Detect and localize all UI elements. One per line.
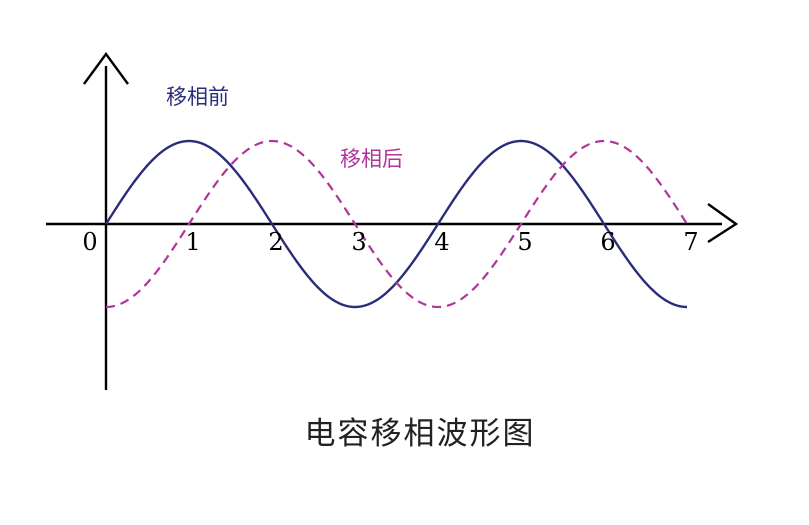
series-label-before-shift: 移相前 [166, 85, 229, 109]
x-tick-label-6: 6 [600, 228, 615, 256]
x-tick-label-7: 7 [683, 228, 698, 256]
series-label-after-shift: 移相后 [340, 147, 403, 171]
axes [46, 51, 739, 390]
diagram-caption: 电容移相波形图 [305, 416, 536, 452]
x-tick-label-3: 3 [351, 228, 366, 256]
x-axis-arrow [707, 203, 739, 244]
x-tick-label-0: 0 [82, 228, 97, 256]
x-tick-label-1: 1 [185, 228, 200, 256]
y-axis-arrow [83, 51, 129, 85]
series-labels: 移相前 移相后 [166, 85, 403, 171]
x-tick-label-4: 4 [434, 228, 449, 256]
x-tick-labels: 0 1 2 3 4 5 6 7 [82, 228, 698, 256]
x-tick-label-2: 2 [268, 228, 283, 256]
series-line-1 [105, 139, 688, 309]
x-tick-label-5: 5 [517, 228, 532, 256]
series-layer [104, 139, 688, 309]
